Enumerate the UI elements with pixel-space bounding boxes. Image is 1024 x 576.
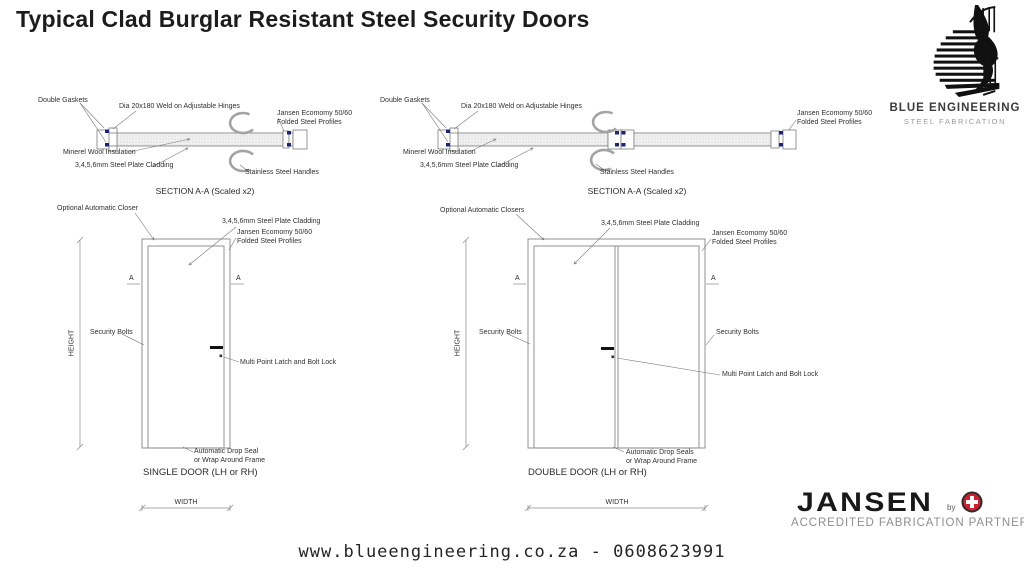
leader-lines [421, 102, 797, 171]
section-marker-a: A [515, 275, 520, 282]
handle-profile [589, 110, 617, 172]
swiss-cross-icon [961, 491, 983, 518]
label-steel-profiles: Jansen Ecomomy 50/60 Folded Steel Profil… [277, 110, 353, 126]
width-dimension [524, 504, 709, 512]
jansen-wordmark: JANSEN [797, 487, 934, 517]
jansen-by-text: by [947, 503, 956, 512]
height-dimension-label: HEIGHT [454, 329, 462, 357]
label-cladding: 3,4,5,6mm Steel Plate Cladding [601, 220, 700, 227]
label-auto-closer: Optional Automatic Closer [57, 205, 138, 212]
label-drop-seal: Automatic Drop Seal or Wrap Around Frame [194, 448, 266, 464]
label-security-bolts: Security Bolts [716, 329, 759, 336]
handle-profile [228, 111, 254, 173]
label-insulation: Minerel Wool Insulation [403, 149, 476, 156]
width-dimension-label: WIDTH [605, 499, 629, 506]
label-cladding: 3,4,5,6mm Steel Plate Cladding [222, 218, 321, 225]
jansen-tagline: ACCREDITED FABRICATION PARTNER [791, 517, 1024, 529]
label-handles: Stainless Steel Handles [600, 169, 674, 176]
double-door-section-drawing [421, 102, 797, 172]
door-caption: DOUBLE DOOR (LH or RH) [528, 467, 647, 478]
blue-engineering-logo [880, 4, 1024, 105]
section-marker-a: A [129, 275, 134, 282]
label-cladding: 3,4,5,6mm Steel Plate Cladding [420, 162, 519, 169]
section-marker-a: A [236, 275, 241, 282]
double-door-elevation [462, 213, 721, 512]
gasket-marks [446, 129, 783, 147]
label-steel-profiles: Jansen Ecomomy 50/60 Folded Steel Profil… [797, 110, 873, 126]
label-double-gaskets: Double Gaskets [380, 97, 430, 104]
label-security-bolts: Security Bolts [479, 329, 522, 336]
blue-engineering-name: BLUE ENGINEERING [889, 102, 1021, 114]
label-cladding: 3,4,5,6mm Steel Plate Cladding [75, 162, 174, 169]
label-drop-seals: Automatic Drop Seals or Wrap Around Fram… [626, 449, 698, 465]
label-double-gaskets: Double Gaskets [38, 97, 88, 104]
door-caption: SINGLE DOOR (LH or RH) [143, 467, 258, 478]
single-door-section-drawing [79, 102, 308, 173]
label-latch-lock: Multi Point Latch and Bolt Lock [240, 359, 337, 366]
spiral-staircase-icon [933, 5, 1000, 97]
section-marker-a: A [711, 275, 716, 282]
height-dimension [462, 236, 470, 451]
blue-engineering-tagline: STEEL FABRICATION [903, 117, 1007, 126]
label-security-bolts: Security Bolts [90, 329, 133, 336]
contact-footer: www.blueengineering.co.za - 0608623991 [298, 542, 726, 562]
section-caption: SECTION A-A (Scaled x2) [155, 186, 255, 196]
leader-lines [79, 102, 285, 172]
leader-lines [507, 213, 721, 453]
height-dimension-label: HEIGHT [68, 329, 76, 357]
width-dimension-label: WIDTH [174, 499, 198, 506]
label-steel-profiles: Jansen Ecomomy 50/60 Folded Steel Profil… [712, 230, 788, 246]
width-dimension [138, 504, 234, 512]
label-insulation: Minerel Wool Insulation [63, 149, 136, 156]
label-handles: Stainless Steel Handles [245, 169, 319, 176]
label-hinges: Dia 20x180 Weld on Adjustable Hinges [461, 103, 582, 110]
label-latch-lock: Multi Point Latch and Bolt Lock [722, 371, 819, 378]
single-door-elevation [76, 212, 244, 512]
label-auto-closers: Optional Automatic Closers [440, 207, 525, 214]
page-title: Typical Clad Burglar Resistant Steel Sec… [16, 6, 590, 32]
height-dimension [76, 236, 84, 451]
leader-lines [121, 212, 240, 453]
label-hinges: Dia 20x180 Weld on Adjustable Hinges [119, 103, 240, 110]
section-caption: SECTION A-A (Scaled x2) [587, 186, 687, 196]
label-steel-profiles: Jansen Ecomomy 50/60 Folded Steel Profil… [237, 229, 313, 245]
gasket-marks [105, 129, 291, 147]
